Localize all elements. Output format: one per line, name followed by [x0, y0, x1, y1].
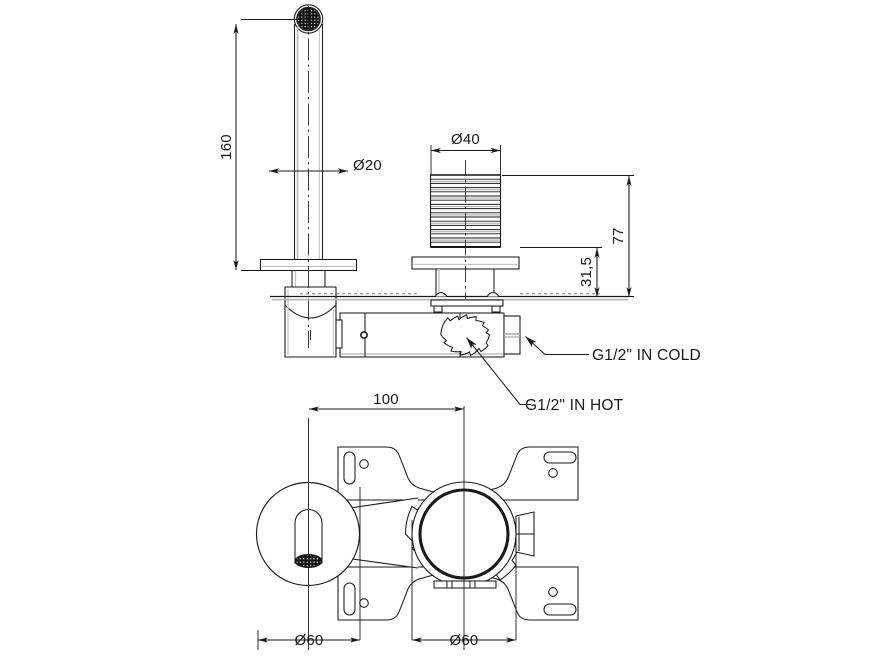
dimension-label-valve-plate-diameter: Ø60	[450, 632, 479, 649]
plan-view	[255, 406, 579, 650]
callout-label-inlet-hot: G1/2" IN HOT	[525, 397, 624, 414]
concealed-valve-body	[335, 291, 521, 358]
dimension-label-spout-height: 160	[218, 134, 235, 160]
dimension-label-spout-diameter: Ø20	[353, 157, 382, 174]
spout-assembly	[259, 4, 358, 358]
dimension-total-projection	[502, 175, 634, 297]
valve-cartridge-boss	[440, 314, 491, 357]
dimension-handle-diameter	[430, 145, 501, 176]
dimension-label-total-projection: 77	[610, 227, 627, 244]
dimension-label-plate-projection: 31,5	[578, 257, 595, 287]
dimension-label-centre-to-centre: 100	[373, 391, 399, 408]
dimension-spout-plate-diameter	[257, 630, 360, 650]
dimension-spout-height	[233, 19, 300, 271]
dimension-label-spout-plate-diameter: Ø60	[295, 632, 324, 649]
callout-label-inlet-cold: G1/2" IN COLD	[592, 347, 701, 364]
handle-assembly	[411, 160, 520, 300]
callout-leaders	[466, 336, 589, 406]
dimension-plate-projection	[520, 247, 602, 297]
dimension-label-handle-diameter: Ø40	[451, 131, 480, 148]
